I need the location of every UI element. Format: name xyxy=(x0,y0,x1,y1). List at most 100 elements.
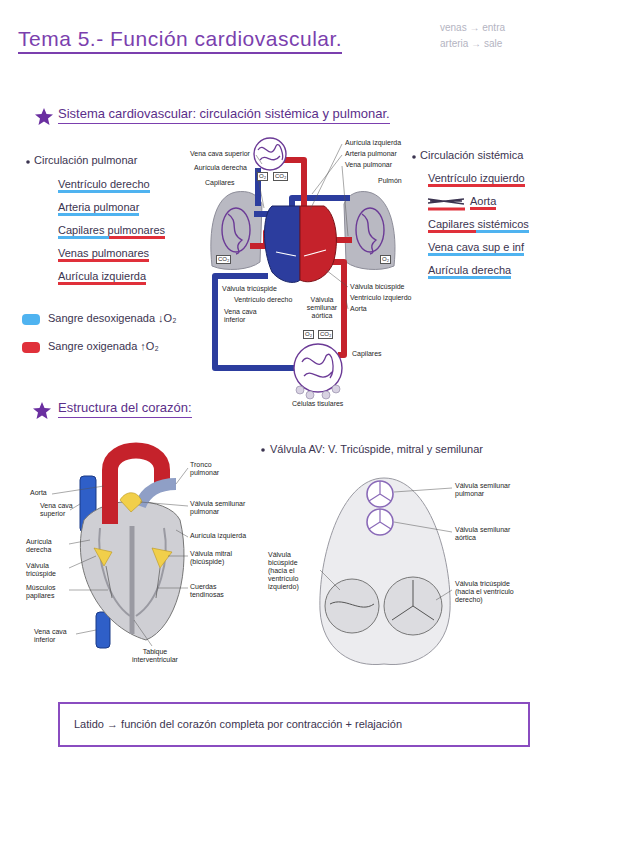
part-label: Válvula tricúspide (hacia el ventrículo … xyxy=(455,580,517,604)
bullet-dot-part xyxy=(26,160,30,164)
circulation-illustration-part-part xyxy=(362,214,376,254)
star-symbol-part xyxy=(35,108,53,125)
leader-line-part xyxy=(312,155,342,194)
part-label: Vena cava inferior xyxy=(224,308,264,324)
crossed-out-word-part xyxy=(428,199,464,204)
leader-line xyxy=(256,144,348,309)
valve-illustration-part xyxy=(367,481,393,535)
heart-illustration-part xyxy=(106,566,160,598)
part-label: Válvula semilunar pulmonar xyxy=(190,500,252,516)
leader-line-part xyxy=(134,620,152,646)
part-label: Vena cava superior xyxy=(190,150,250,158)
gas-label: CO₂ xyxy=(273,172,288,181)
pencil-note: venas → entra xyxy=(440,22,505,34)
circulation-illustration-part-part xyxy=(296,386,304,394)
leader-line-part xyxy=(256,155,262,164)
legend-text: Sangre desoxigenada ↓O₂ xyxy=(48,312,176,325)
crossed-out-word-part xyxy=(428,208,465,211)
leader-line-part xyxy=(168,556,188,557)
circulation-illustration-part xyxy=(296,385,340,399)
gas-label: CO₂ xyxy=(216,255,231,264)
circulation-illustration-part xyxy=(258,145,283,160)
leader-line xyxy=(52,468,188,646)
heart-illustration-part-part xyxy=(152,548,172,568)
circulation-illustration-part xyxy=(215,168,350,368)
circulation-illustration-part-part xyxy=(306,391,314,399)
leader-line-part xyxy=(394,522,452,532)
part-label: Válvula bicúspide (hacia el ventrículo i… xyxy=(268,551,318,591)
part-label: Vena cava superior xyxy=(40,502,74,518)
bullet-dot-part xyxy=(261,448,265,452)
leader-line-part xyxy=(394,488,452,492)
list-heading: Válvula AV: V. Tricúspide, mitral y semi… xyxy=(270,443,483,456)
list-item: Vena cava sup e inf xyxy=(428,241,524,256)
valve-illustration-part xyxy=(320,478,450,665)
circulation-illustration-part xyxy=(254,138,286,170)
part-label: Vena pulmonar xyxy=(345,161,392,169)
list-item: Ventrículo derecho xyxy=(58,178,150,193)
pencil-note: arteria → sale xyxy=(440,38,502,50)
circulation-illustration-part xyxy=(294,344,342,392)
circulation-illustration-part-part xyxy=(222,208,250,252)
section-heading: Estructura del corazón: xyxy=(58,400,192,418)
summary-box: Latido → función del corazón completa po… xyxy=(58,702,530,747)
valve-illustration-part xyxy=(369,481,391,529)
circulation-illustration-part-part xyxy=(322,391,330,399)
heart-illustration-part xyxy=(130,526,135,634)
heart-illustration-part-part xyxy=(120,493,142,512)
part-label: Válvula semilunar aórtica xyxy=(455,526,511,542)
leader-line-part xyxy=(52,486,104,494)
part-label: Cuerdas tendinosas xyxy=(190,583,234,599)
list-heading: Circulación sistémica xyxy=(420,149,523,162)
part-label: Válvula bicúspide xyxy=(350,283,404,291)
leader-line-part xyxy=(346,300,348,309)
circulation-illustration-part xyxy=(211,192,262,270)
part-label: Aorta xyxy=(350,305,367,313)
circulation-illustration-part xyxy=(276,250,326,256)
gas-label: O₂ xyxy=(257,172,268,181)
leader-line-part xyxy=(326,270,348,287)
star-symbol-part xyxy=(33,402,51,419)
leader-line-part xyxy=(76,630,96,634)
part-label: Músculos papilares xyxy=(26,584,68,600)
part-label: Capilares xyxy=(205,179,235,187)
leader-line-part xyxy=(69,540,90,544)
box-text: Latido → función del corazón completa po… xyxy=(74,714,514,735)
part-label: Válvula tricúspide xyxy=(222,285,277,293)
leader-line-part xyxy=(176,468,188,484)
gas-label: CO₂ xyxy=(318,330,333,339)
part-label: Capilares xyxy=(352,350,382,358)
list-item: Aorta xyxy=(470,195,496,210)
gas-label: O₂ xyxy=(303,330,314,339)
circulation-illustration-part-part xyxy=(284,160,304,206)
circulation-illustration-part-part xyxy=(356,208,384,252)
leader-line-part xyxy=(158,588,188,589)
list-item: Arteria pulmonar xyxy=(58,201,139,216)
leader-line-part xyxy=(69,590,108,591)
circulation-illustration xyxy=(211,138,395,399)
circulation-illustration-part-part xyxy=(292,198,350,206)
legend-text: Sangre oxigenada ↑O₂ xyxy=(48,340,159,353)
part-label: Vena cava inferior xyxy=(34,628,76,644)
part-label: Aurícula derecha xyxy=(26,538,68,554)
leader-line-part xyxy=(69,556,96,568)
heart-illustration-part xyxy=(99,528,165,616)
gas-label: O₂ xyxy=(380,255,391,264)
part-label: Válvula semilunar aórtica xyxy=(303,296,341,320)
heart-illustration-part-part xyxy=(94,548,112,566)
circulation-illustration-part xyxy=(265,206,301,282)
legend-swatch xyxy=(22,342,40,353)
legend-swatch xyxy=(22,314,40,325)
page-title: Tema 5.- Función cardiovascular. xyxy=(18,26,342,54)
leader-line-part xyxy=(176,530,188,537)
leader-line-part xyxy=(140,502,188,506)
part-label: Aurícula derecha xyxy=(194,164,247,172)
circulation-illustration-part xyxy=(250,160,352,355)
leader-line-part xyxy=(320,570,340,590)
heart-illustration-part xyxy=(94,493,172,568)
part-label: Válvula semilunar pulmonar xyxy=(455,482,511,498)
circulation-illustration-part xyxy=(344,192,395,270)
part-label: Ventrículo izquierdo xyxy=(350,294,411,302)
list-item: Capilares sistémicos xyxy=(428,218,529,233)
list-item: Aurícula derecha xyxy=(428,264,511,279)
